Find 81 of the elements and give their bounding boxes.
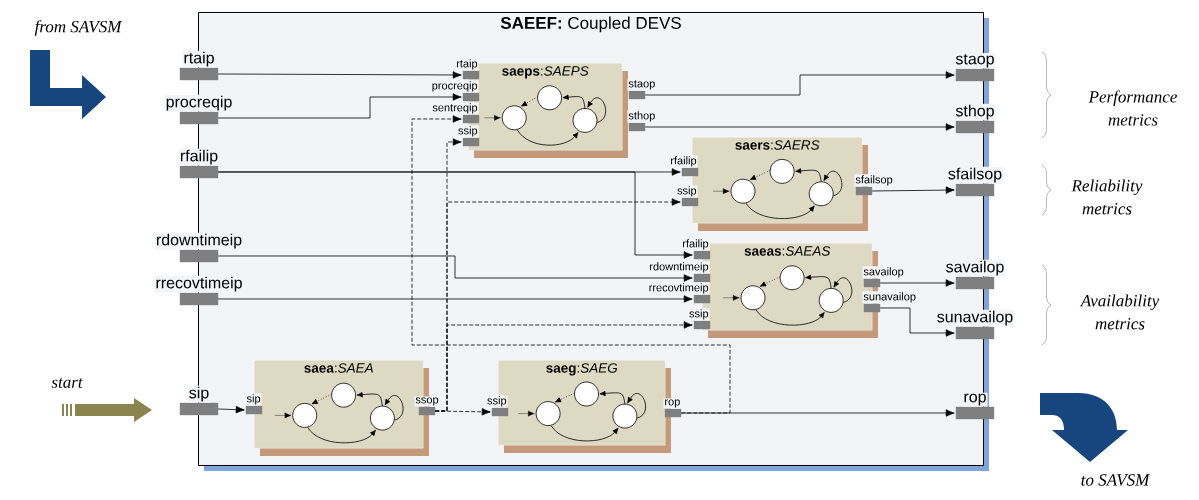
port: staop	[627, 79, 657, 100]
node-label: rtaip	[456, 59, 478, 70]
node-label: procreqip	[166, 95, 232, 111]
node-label: procreqip	[432, 81, 478, 92]
connector	[217, 405, 245, 414]
note-label: Reliability metrics	[1071, 179, 1143, 215]
node-label: rdowntimeip	[156, 233, 242, 249]
connector	[411, 115, 731, 414]
port: ssip	[676, 185, 699, 207]
connector	[879, 307, 955, 337]
port: procreqip	[164, 94, 234, 125]
port: sunavailop	[935, 309, 1015, 340]
port: sip	[179, 385, 219, 416]
note-label: Performance metrics	[1088, 90, 1177, 126]
port: rdowntimeip	[154, 232, 244, 263]
port: ssip	[688, 308, 711, 330]
connector	[217, 71, 462, 79]
node-label: staop	[955, 53, 994, 68]
node-label: ssip	[689, 309, 709, 320]
port: sfailsop	[854, 174, 894, 196]
port: rtaip	[179, 50, 219, 81]
node-label: rtaip	[184, 51, 214, 67]
node-label: sthop	[955, 104, 994, 120]
node-label: rfailip	[180, 149, 218, 165]
port: sfailsop	[946, 166, 1004, 197]
node-label: rfailip	[671, 156, 697, 167]
connector	[217, 93, 462, 119]
port: savailop	[862, 266, 905, 288]
port: sunavailop	[862, 291, 917, 313]
note-label: to SAVSM	[1081, 474, 1151, 486]
port: sip	[245, 393, 263, 415]
node-label: ssip	[677, 186, 697, 197]
note-label: Availability metrics	[1079, 294, 1160, 330]
node-label: sip	[246, 394, 261, 405]
node-label: sthop	[628, 111, 655, 122]
node-label: sfailsop	[855, 175, 893, 186]
port: rop	[663, 398, 682, 418]
connector	[217, 171, 693, 259]
note-label: start	[51, 378, 83, 388]
node-label: ssop	[415, 397, 439, 406]
port: staop	[954, 52, 996, 82]
node-label: ssip	[487, 396, 507, 407]
node-label: ssip	[458, 126, 478, 137]
connector	[879, 279, 955, 287]
port: rfailip	[669, 155, 699, 177]
connector	[434, 321, 693, 412]
port: ssop	[414, 396, 440, 416]
connector	[644, 123, 955, 131]
node-label: staop	[628, 80, 655, 90]
node-label: rfailip	[683, 239, 709, 250]
port: procreqip	[430, 80, 480, 102]
connector	[871, 186, 955, 194]
node-label: rop	[665, 399, 680, 408]
connector	[217, 295, 693, 303]
node-label: sunavailop	[863, 292, 916, 303]
port: ssip	[486, 395, 509, 417]
node-label: rop	[964, 393, 986, 406]
node-label: sunavailop	[937, 310, 1013, 326]
port: rtaip	[455, 58, 480, 80]
port: ssip	[457, 125, 480, 147]
node-label: sfailsop	[948, 167, 1002, 183]
node-label: rdowntimeip	[650, 262, 709, 273]
node-label: savailop	[863, 267, 904, 278]
port: savailop	[944, 259, 1006, 290]
port: rfailip	[178, 148, 220, 179]
node-label: rrecovtimeip	[649, 283, 709, 294]
connector	[217, 255, 693, 282]
port: rrecovtimeip	[154, 275, 244, 306]
node-label: rrecovtimeip	[156, 276, 242, 292]
port: rfailip	[681, 238, 711, 260]
connector	[644, 71, 955, 96]
port: rop	[955, 392, 995, 420]
port: sthop	[627, 110, 657, 132]
node-label: sip	[189, 386, 209, 402]
port: rdowntimeip	[648, 261, 711, 283]
port: sentreqip	[431, 102, 480, 124]
port: sthop	[954, 103, 996, 134]
port: rrecovtimeip	[647, 282, 711, 304]
node-label: savailop	[946, 260, 1004, 276]
node-label: sentreqip	[432, 103, 478, 114]
note-label: from SAVSM	[34, 20, 123, 36]
